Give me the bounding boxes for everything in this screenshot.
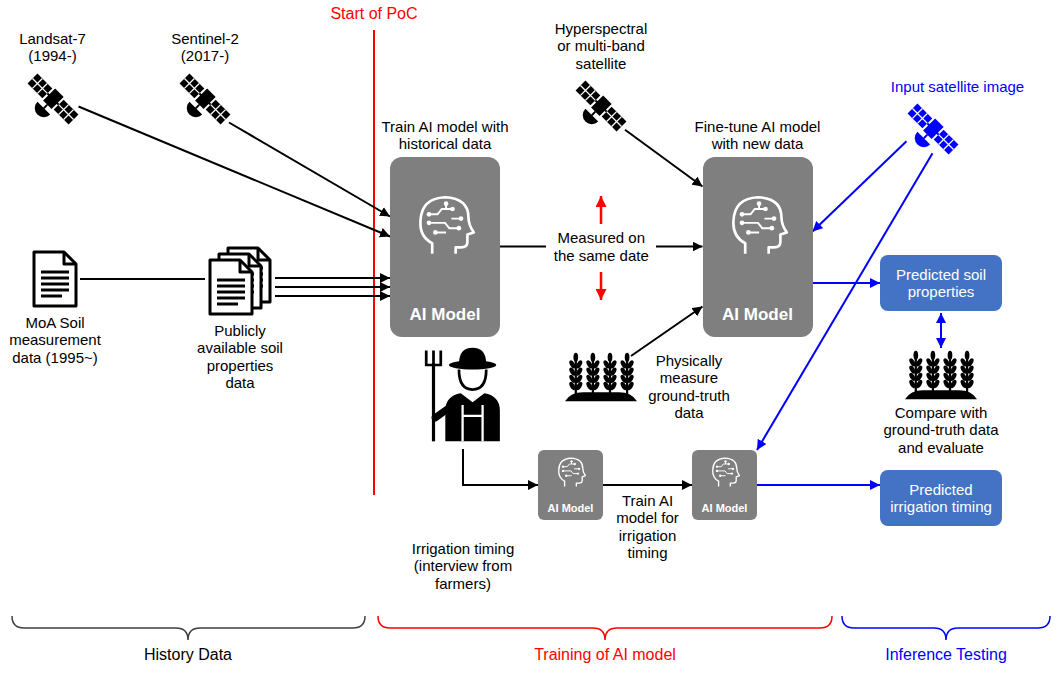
node-label: AI Model	[410, 305, 481, 325]
connector-line	[79, 107, 391, 237]
poc-start-line	[373, 30, 375, 495]
node-label: Input satellite image	[870, 78, 1045, 95]
connector-line	[631, 307, 703, 357]
connector-arrow	[813, 283, 881, 284]
connector-line	[813, 282, 881, 284]
connector-line	[603, 484, 692, 486]
node-label: Predicted irrigation timing	[886, 481, 996, 516]
connector-arrow	[631, 307, 703, 357]
section-label: Start of PoC	[224, 5, 524, 23]
wheat-icon	[905, 350, 977, 400]
node-label: AI Model	[548, 502, 594, 515]
connector-arrow	[229, 123, 390, 217]
connector-line	[940, 313, 942, 348]
brain-icon	[555, 456, 587, 488]
connector-arrow	[941, 313, 942, 348]
ai-model-box: AI Model	[538, 450, 603, 520]
connector-arrow	[275, 278, 390, 296]
red-arrow	[600, 272, 603, 300]
ai-model-box: AI Model	[692, 450, 757, 520]
node-label: MoA Soil measurement data (1995~)	[5, 314, 105, 366]
node-label: Landsat-7 (1994-)	[5, 30, 100, 65]
sat-icon	[903, 99, 963, 159]
farmer-node: Irrigation timing (interview from farmer…	[378, 345, 548, 592]
section-brace	[12, 616, 365, 640]
connector-line	[625, 130, 703, 187]
crop-node: Compare with ground-truth data and evalu…	[855, 350, 1027, 456]
satellite-node: Input satellite image	[870, 78, 1045, 159]
connector-line	[275, 295, 390, 297]
section-label: History Data	[38, 646, 338, 664]
node-label: Train AI model with historical data	[370, 118, 520, 153]
brain-icon	[413, 193, 477, 257]
node-label: Compare with ground-truth data and evalu…	[875, 404, 1007, 456]
node-label: AI Model	[702, 502, 748, 515]
section-label: Inference Testing	[796, 646, 1057, 664]
section-brace	[378, 616, 832, 640]
connector-line	[275, 277, 390, 279]
ai-model-shape: AI Model	[538, 450, 603, 520]
ai-model-shape: AI Model	[692, 450, 757, 520]
result-shape: Predicted irrigation timing	[880, 470, 1002, 526]
brain-icon	[709, 456, 741, 488]
edge-label: Train AI model for irrigation timing	[605, 490, 691, 563]
node-label: Predicted soil properties	[886, 266, 996, 301]
red-arrow	[600, 196, 603, 224]
sat-icon	[175, 69, 235, 129]
result-shape: Predicted soil properties	[880, 255, 1002, 311]
result-box: Predicted irrigation timing	[880, 470, 1002, 526]
farmer-icon	[421, 345, 506, 445]
connector-line	[463, 449, 538, 485]
connector-arrow	[813, 141, 907, 231]
docs-icon	[207, 246, 273, 316]
sat-icon	[23, 69, 83, 129]
node-label: Irrigation timing (interview from farmer…	[388, 540, 538, 592]
section-label: Training of AI model	[455, 646, 755, 664]
ai-model-shape: AI Model	[703, 157, 813, 337]
satellite-node: Sentinel-2 (2017-)	[150, 30, 260, 129]
ai-model-box: Fine-tune AI model with new data AI Model	[670, 118, 845, 337]
connector-line	[813, 141, 907, 231]
connector-arrow	[603, 485, 692, 486]
doc-icon	[32, 250, 78, 308]
document-node: MoA Soil measurement data (1995~)	[5, 250, 105, 366]
connector-line	[275, 286, 390, 288]
connector-arrow	[79, 107, 391, 237]
connector-arrow	[625, 130, 703, 187]
connector-arrow	[80, 279, 205, 280]
sat-icon	[571, 76, 631, 136]
edge-label: Measured on the same date	[546, 227, 656, 266]
node-label: Publicly available soil properties data	[192, 322, 288, 391]
ai-model-box: Train AI model with historical data AI Mo…	[350, 118, 540, 337]
result-box: Predicted soil properties	[880, 255, 1002, 311]
brain-icon	[726, 193, 790, 257]
crop-node: Physically measure ground-truth data	[565, 352, 740, 421]
satellite-node: Landsat-7 (1994-)	[5, 30, 100, 129]
connector-line	[229, 123, 390, 217]
satellite-node: Hyperspectral or multi-band satellite	[526, 20, 676, 136]
connector-line	[757, 484, 880, 486]
ai-model-shape: AI Model	[390, 157, 500, 337]
node-label: Hyperspectral or multi-band satellite	[551, 20, 651, 72]
wheat-icon	[565, 352, 637, 402]
document-node: Publicly available soil properties data	[180, 246, 300, 391]
connector-line	[80, 278, 205, 280]
node-label: Sentinel-2 (2017-)	[150, 30, 260, 65]
node-label: Fine-tune AI model with new data	[683, 118, 833, 153]
node-label: Physically measure ground-truth data	[643, 352, 735, 421]
connector-arrow	[463, 449, 538, 485]
connector-arrow	[757, 485, 880, 486]
section-brace	[842, 616, 1050, 640]
node-label: AI Model	[722, 305, 793, 325]
